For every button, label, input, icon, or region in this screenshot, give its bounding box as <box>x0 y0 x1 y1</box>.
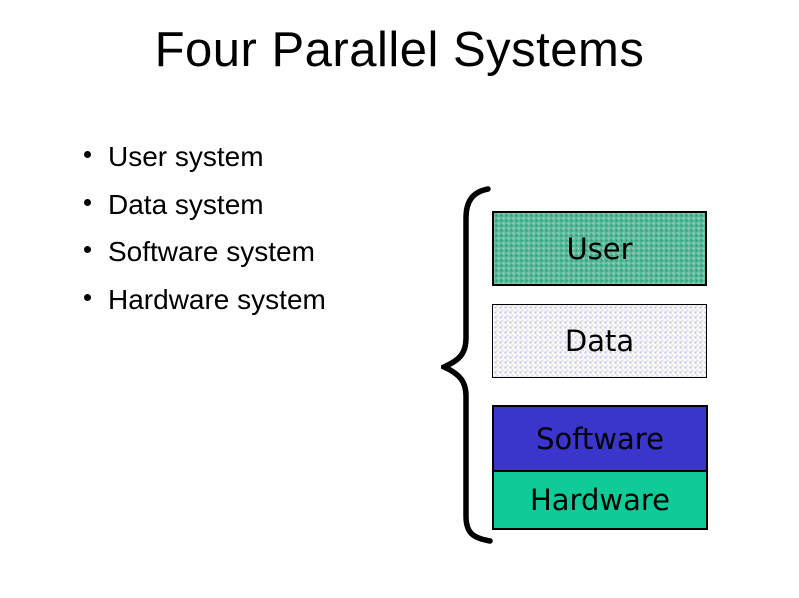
bullet-item: Software system <box>84 228 326 276</box>
slide-title: Four Parallel Systems <box>154 23 645 77</box>
diagram-box-data: Data <box>492 304 707 378</box>
diagram-box-hardware: Hardware <box>494 472 706 528</box>
bullet-list: User system Data system Software system … <box>84 133 326 323</box>
left-brace-icon <box>441 186 493 544</box>
box-label: User <box>566 231 633 266</box>
bullet-dot-icon <box>84 151 91 159</box>
bullet-item: User system <box>84 133 326 181</box>
bullet-item: Data system <box>84 181 326 229</box>
bullet-item: Hardware system <box>84 276 326 324</box>
bullet-text: User system <box>108 141 264 172</box>
bullet-text: Software system <box>108 236 315 267</box>
bullet-dot-icon <box>84 246 91 254</box>
diagram-box-software: Software <box>494 407 706 472</box>
box-label: Data <box>564 324 635 358</box>
box-label: Hardware <box>529 483 670 517</box>
bullet-dot-icon <box>84 293 91 301</box>
bullet-text: Hardware system <box>108 283 326 315</box>
bullet-dot-icon <box>84 198 91 206</box>
box-label: Software <box>536 421 664 456</box>
diagram-box-user: User <box>492 211 707 286</box>
diagram-stack: Software Hardware <box>492 405 708 530</box>
bullet-text: Data system <box>108 188 264 220</box>
